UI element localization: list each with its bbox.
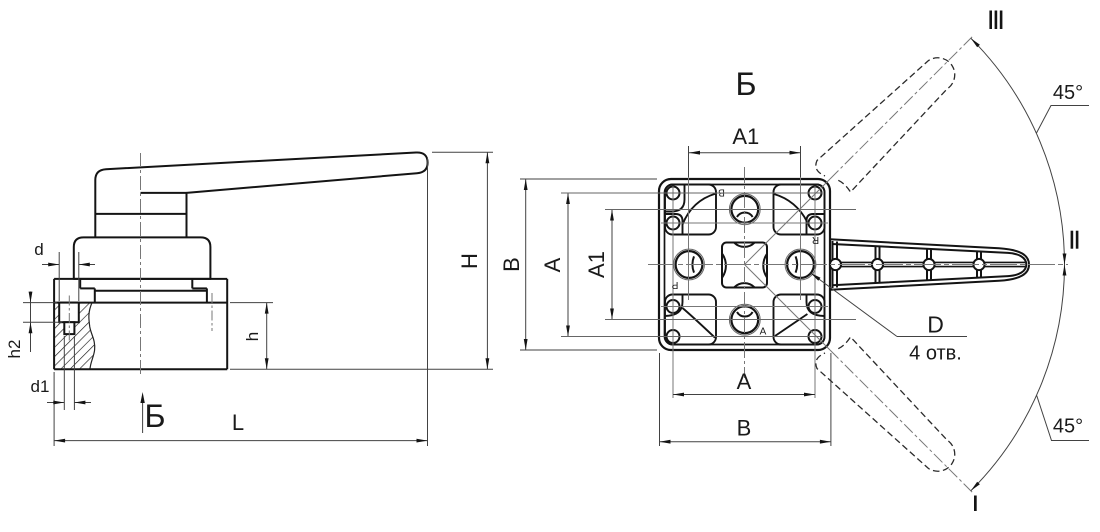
svg-text:A1: A1	[732, 124, 759, 149]
svg-text:В: В	[718, 187, 725, 198]
svg-text:B: B	[737, 416, 752, 441]
svg-text:D: D	[927, 312, 944, 338]
svg-text:45°: 45°	[1053, 416, 1083, 438]
svg-text:Б: Б	[145, 398, 166, 434]
svg-text:H: H	[457, 253, 482, 269]
svg-text:d1: d1	[31, 377, 50, 396]
svg-text:R: R	[812, 234, 819, 245]
svg-text:А: А	[760, 327, 767, 338]
svg-text:4 отв.: 4 отв.	[909, 343, 962, 365]
svg-text:P: P	[671, 279, 678, 290]
svg-text:Б: Б	[736, 66, 757, 102]
svg-text:h2: h2	[5, 340, 24, 359]
svg-text:h: h	[243, 332, 262, 341]
svg-text:A: A	[737, 369, 752, 394]
svg-text:A1: A1	[584, 251, 609, 278]
svg-text:d: d	[34, 240, 43, 259]
svg-text:45°: 45°	[1053, 82, 1083, 104]
svg-text:A: A	[540, 257, 565, 272]
svg-text:L: L	[232, 410, 244, 435]
svg-text:B: B	[499, 257, 524, 272]
